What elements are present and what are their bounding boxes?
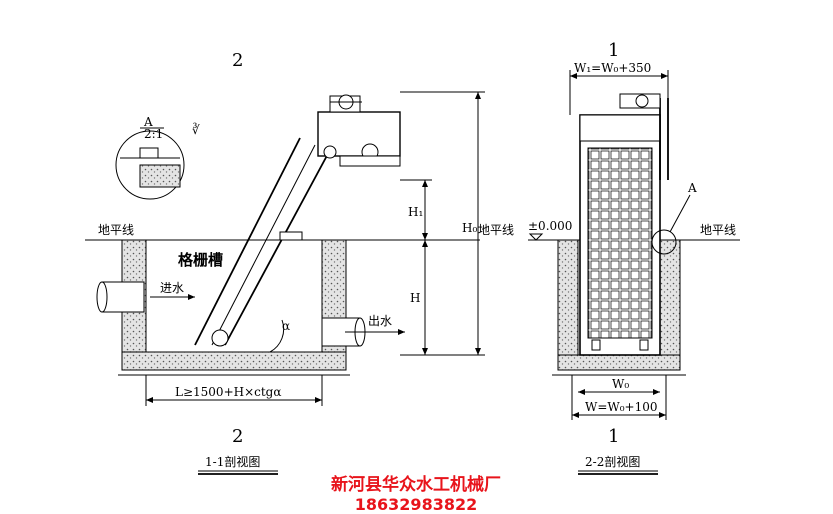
channel-label: 格栅槽 (178, 251, 223, 269)
company-footer: 新河县华众水工机械厂 18632983822 (331, 474, 501, 514)
screen-frame (579, 93, 669, 356)
angle-label: α (282, 319, 290, 333)
company-phone: 18632983822 (355, 495, 477, 514)
channel-right-wall-right (659, 239, 681, 371)
channel-left-wall-right (557, 239, 579, 371)
dim-w: W=W₀+100 (585, 400, 658, 414)
detail-a-label: A (143, 115, 153, 129)
inlet-label: 进水 (160, 281, 184, 295)
ground-label-center: 地平线 (478, 223, 514, 237)
caption-1-1: 1-1剖视图 (205, 454, 260, 469)
section-mark-1-top: 1 (608, 40, 619, 61)
drive-unit (317, 94, 401, 167)
section-mark-2-bottom: 2 (232, 426, 243, 447)
dim-h1: H₁ (408, 205, 423, 219)
dim-h: H (410, 291, 420, 305)
company-name: 新河县华众水工机械厂 (331, 474, 501, 495)
outlet-pipe (321, 317, 405, 347)
outlet-label: 出水 (368, 314, 392, 328)
channel-right-wall (321, 239, 347, 371)
detail-a-label-right: A (687, 181, 697, 195)
detail-a-callout: A 2:1 ∛ (115, 115, 200, 200)
channel-floor (121, 351, 347, 371)
dim-h0: H₀ (462, 221, 477, 235)
inlet-pipe (96, 281, 195, 313)
rake-frame (185, 137, 331, 353)
ground-label-right: 地平线 (700, 223, 736, 237)
caption-2-2: 2-2剖视图 (585, 454, 640, 469)
ground-label-left: 地平线 (98, 223, 134, 237)
channel-floor-right (557, 354, 681, 371)
dim-l: L≥1500+H×ctgα (175, 385, 281, 399)
dim-w0: W₀ (612, 377, 629, 391)
roughness-symbol: ∛ (192, 122, 200, 137)
elevation-label: ±0.000 (528, 219, 572, 233)
dim-w1: W₁=W₀+350 (574, 61, 651, 75)
section-mark-1-bottom: 1 (608, 426, 619, 447)
section-2-2-view: A 1 1 W₁=W₀+350 ±0.000 地平线 W₀ W=W₀+100 2… (528, 40, 740, 475)
detail-a-scale: 2:1 (144, 127, 163, 141)
section-mark-2-top: 2 (232, 50, 243, 71)
dim-l-group: L≥1500+H×ctgα (145, 375, 323, 406)
section-1-1-view: A 2:1 ∛ 2 2 地平线 格栅槽 进水 出水 α H₁ H H₀ (85, 50, 514, 475)
vertical-dimensions: H₁ H H₀ (400, 91, 485, 356)
detail-a-marker (651, 229, 677, 255)
